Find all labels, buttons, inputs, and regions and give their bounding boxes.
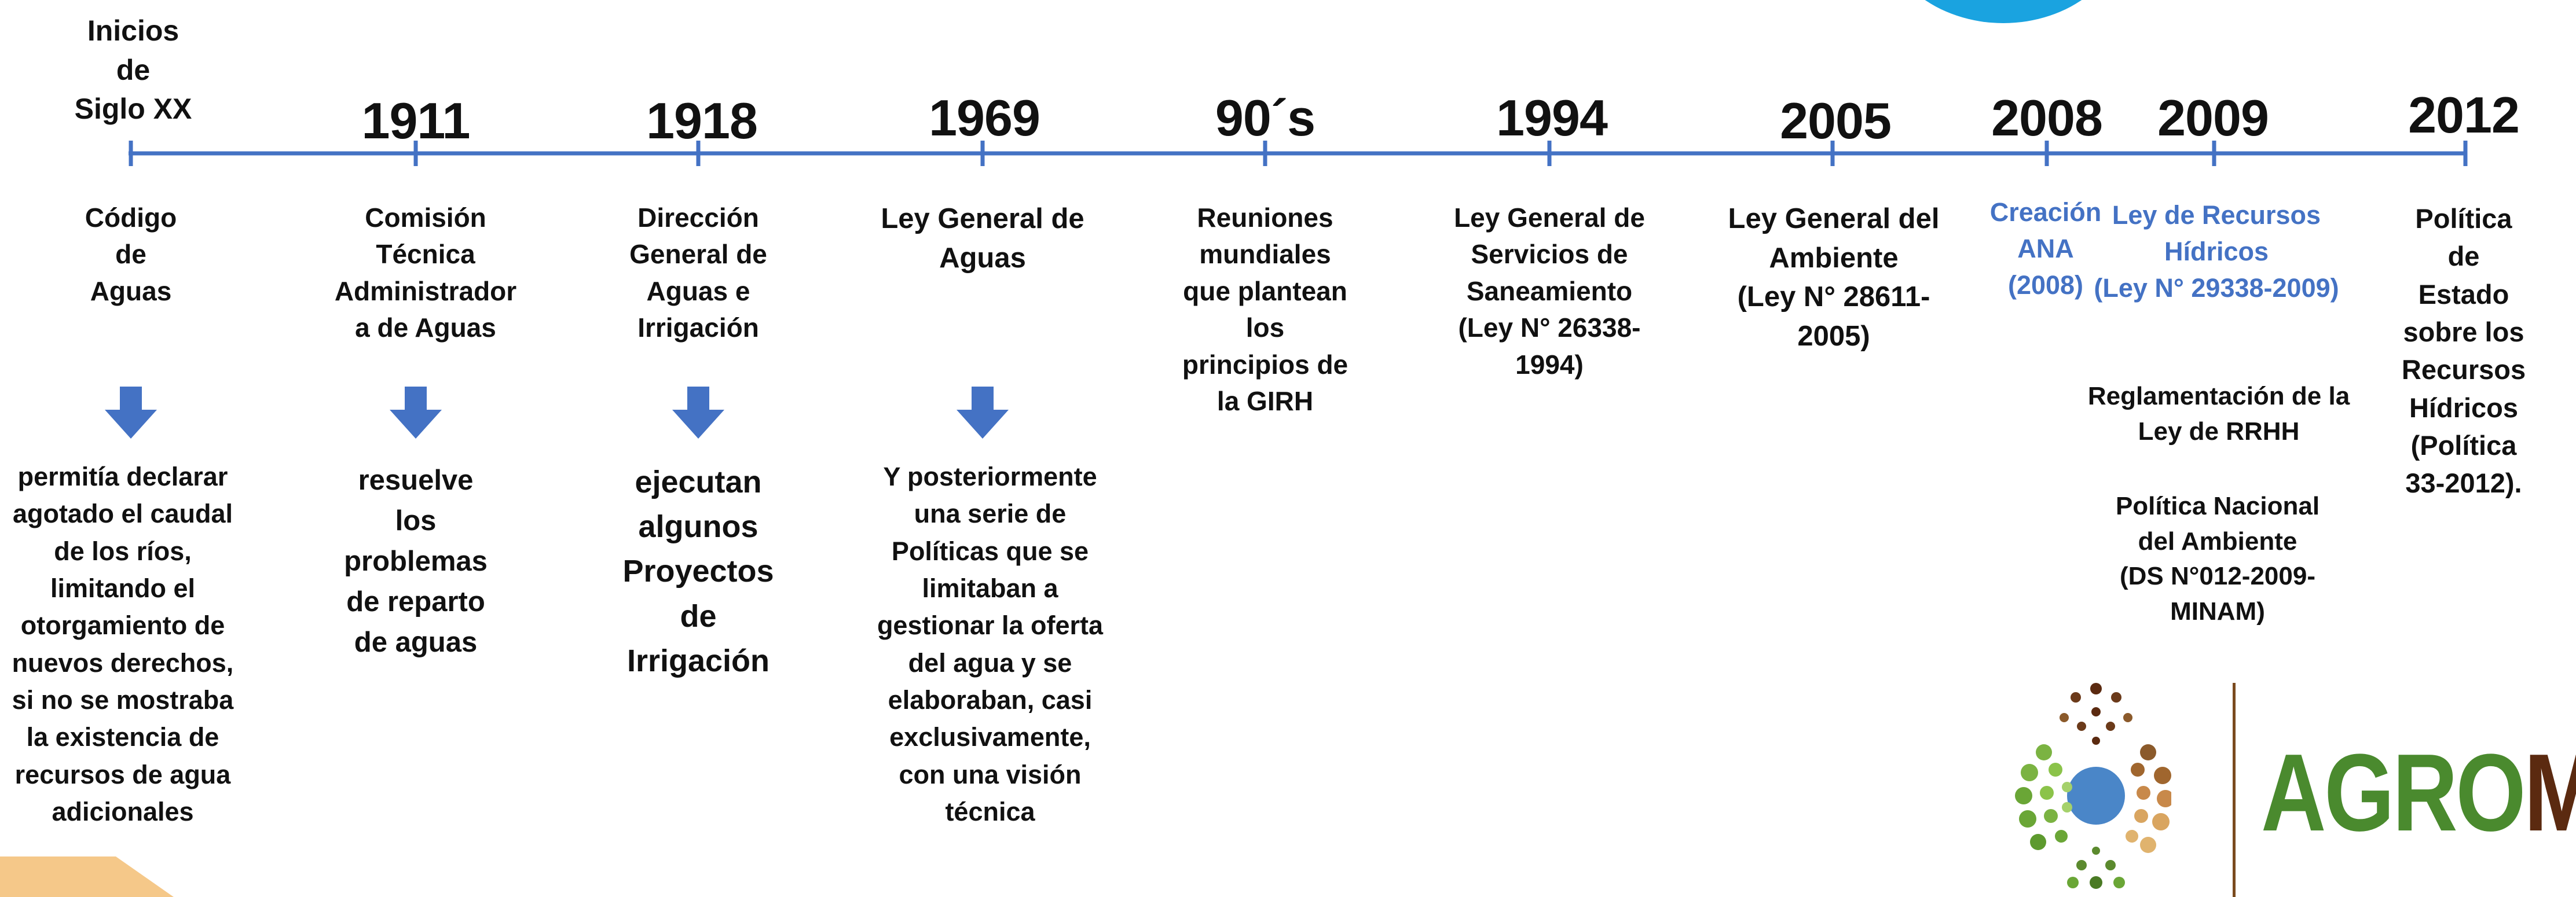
start-event: Código de Aguas — [85, 203, 177, 306]
year-2012: 2012 — [2408, 86, 2520, 144]
event-2008: Creación ANA (2008) — [1989, 197, 2102, 300]
year-2008: 2008 — [1991, 89, 2103, 146]
down-arrow-icon — [957, 387, 1009, 439]
event-1994: Ley General de Servicios de Saneamiento … — [1454, 203, 1645, 380]
year-1911: 1911 — [361, 92, 471, 149]
event-2009-environment-policy: Política Nacional del Ambiente (DS N°012… — [2115, 492, 2320, 626]
year-1994: 1994 — [1496, 89, 1608, 146]
year-2005: 2005 — [1780, 92, 1892, 149]
year-1918: 1918 — [646, 92, 758, 149]
year-1969: 1969 — [929, 89, 1040, 146]
event-2012: Política de Estado sobre los Recursos Hí… — [2401, 203, 2526, 499]
description-1911: resuelve los problemas de reparto de agu… — [344, 465, 488, 659]
description-1969: Y posteriormente una serie de Políticas … — [877, 462, 1104, 827]
logo-text-brown: MIN — [2524, 731, 2576, 854]
start-description: permitía declarar agotado el caudal de l… — [12, 462, 234, 827]
down-arrow-icon — [105, 387, 157, 439]
start-label: Inicios de Siglo XX — [74, 14, 192, 125]
timeline-axis — [129, 141, 2468, 166]
logo-text-green: AGRO — [2261, 731, 2526, 854]
logo-wordmark: AGROMIN — [2261, 738, 2576, 848]
year-90s: 90´s — [1215, 89, 1316, 146]
event-2005: Ley General del Ambiente (Ley N° 28611- … — [1728, 203, 1940, 352]
down-arrow-icon — [390, 387, 442, 439]
logo-dots — [2015, 683, 2171, 889]
event-2009-regulation: Reglamentación de la Ley de RRHH — [2087, 382, 2350, 446]
event-2009: Ley de Recursos Hídricos (Ley N° 29338-2… — [2094, 200, 2339, 303]
logo-divider — [2233, 683, 2236, 897]
event-1969: Ley General de Aguas — [881, 203, 1084, 274]
corner-decoration — [0, 856, 174, 897]
event-1918: Dirección General de Aguas e Irrigación — [629, 203, 767, 343]
year-2009: 2009 — [2157, 89, 2269, 146]
event-90s: Reuniones mundiales que plantean los pri… — [1182, 203, 1349, 417]
down-arrow-icon — [672, 387, 724, 439]
description-1918: ejecutan algunos Proyectos de Irrigación — [622, 465, 774, 678]
event-1911: Comisión Técnica Administrador a de Agua… — [334, 203, 517, 343]
logo-icon — [2015, 683, 2171, 889]
